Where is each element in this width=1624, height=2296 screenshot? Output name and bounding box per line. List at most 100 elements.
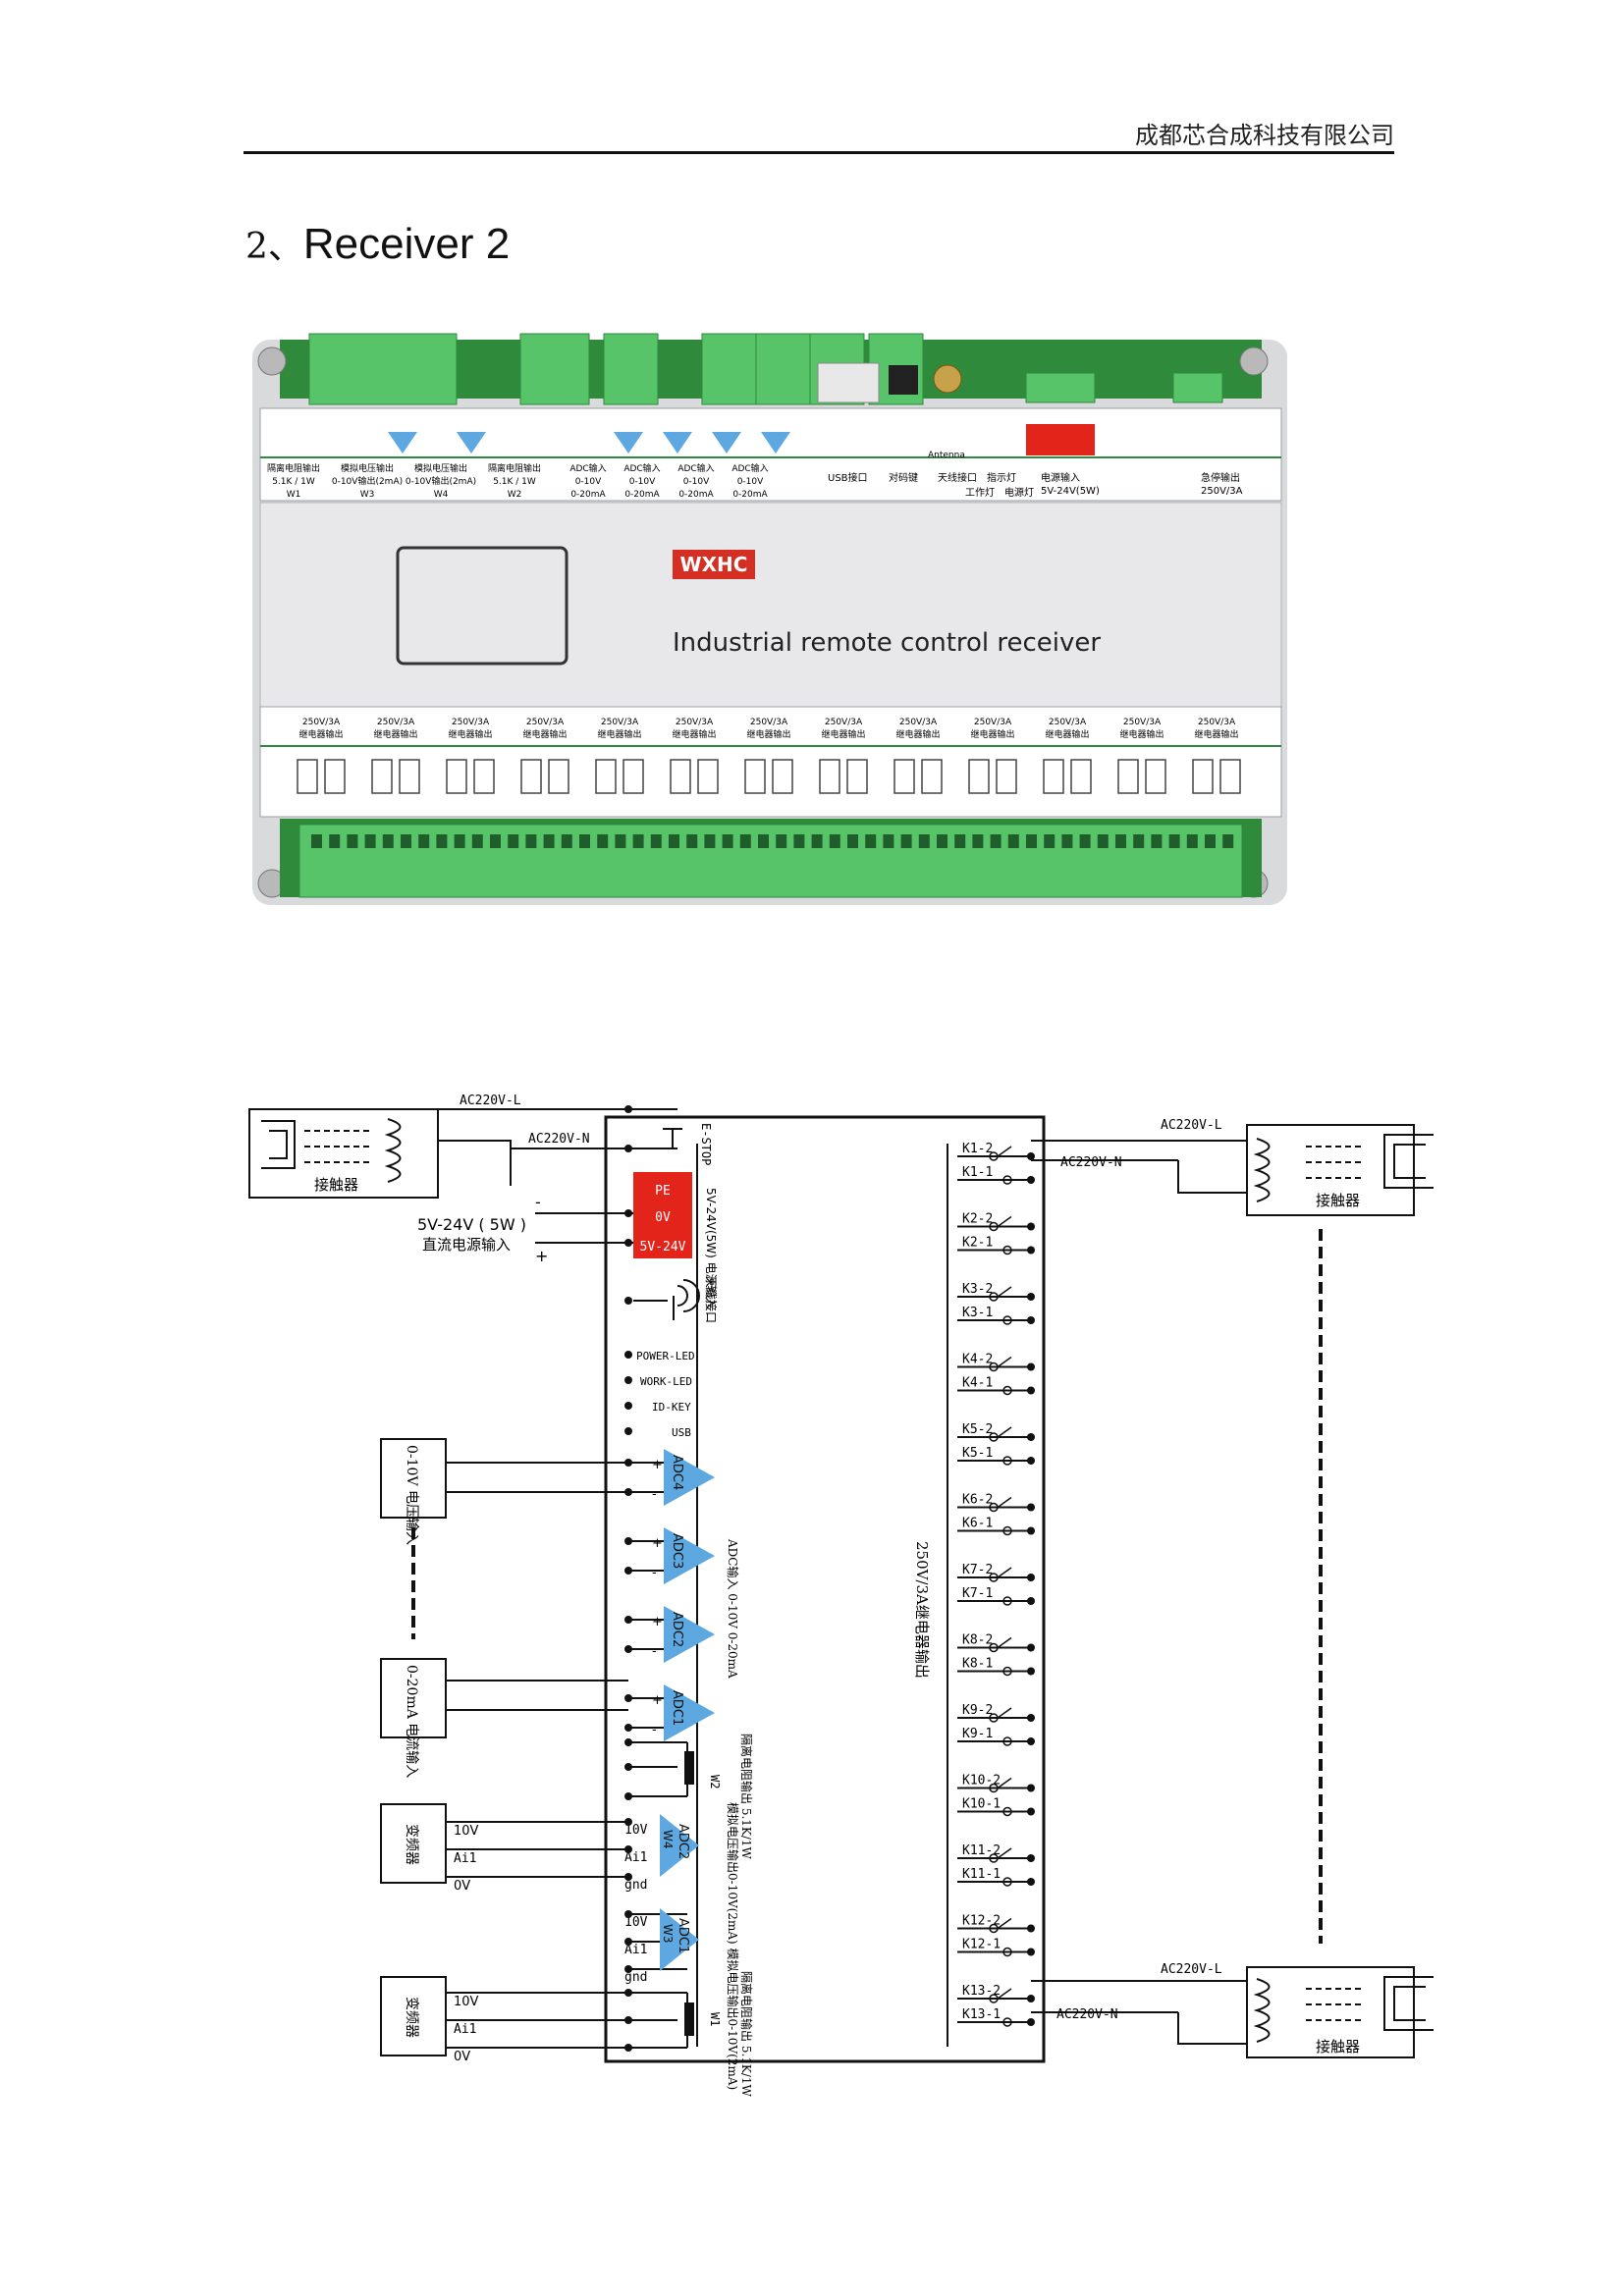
power-minus: - [535,1193,541,1211]
photo-terminal-screw [347,834,358,848]
relay-switch-contact [1002,1666,1012,1677]
photo-top-label-text: 0-10V输出(2mA) [406,475,476,487]
adc-minus: - [652,1566,657,1580]
photo-idkey-label: 对码键 [889,471,918,484]
photo-relay-symbol [1117,759,1139,794]
photo-terminal-screw [739,834,751,848]
relay-pin-dot [1027,1152,1035,1160]
contactor-right-bottom [1031,1966,1434,2058]
relay-label-b: K6-1 [962,1517,993,1531]
relay-pin-dot [1027,1386,1035,1395]
photo-estop-spec-label: 250V/3A [1201,486,1243,497]
photo-estop-label: 急停输出 [1201,471,1240,484]
relay-pin-dot [1027,1667,1035,1676]
photo-relay-label-top: 250V/3A [825,718,863,727]
photo-top-label-text: 0-20mA [570,490,606,500]
adc-label: ADC4 [670,1455,684,1490]
photo-terminal-screw [1097,834,1109,848]
dac-ai1-1: Ai1 [624,1850,647,1865]
power-led-label: POWER-LED [636,1350,695,1362]
relay-side-label: 250V/3A继电器输出 [913,1541,931,1679]
photo-screw-hole [1239,347,1269,376]
estop-label: E-STOP [699,1123,713,1165]
photo-relay-label-bottom: 继电器输出 [1194,728,1238,740]
current-input-label: 0-20mA 电流输入 [404,1665,419,1778]
relay-label-a: K1-2 [962,1142,993,1156]
w1-resistor-body [684,2002,694,2036]
work-led-label: WORK-LED [640,1375,692,1388]
contactor-right-bottom-label: 接触器 [1316,2038,1360,2056]
photo-relay-label-bottom: 继电器输出 [895,728,940,740]
usb-label: USB [672,1426,691,1439]
photo-relay-label-bottom: 继电器输出 [1045,728,1089,740]
relay-label-a: K8-2 [962,1633,993,1648]
photo-relay-symbol [520,759,542,794]
relay-pin-dot [1027,1457,1035,1465]
photo-bottom-screws [311,834,1234,848]
photo-terminal-screw [418,834,430,848]
photo-terminal-screw [632,834,644,848]
relay-label-b: K12-1 [962,1938,1001,1952]
photo-relay-symbol [623,759,644,794]
relay-label-a: K7-2 [962,1563,993,1577]
photo-relay-symbol [297,759,318,794]
relay-pin-dot [1027,1526,1035,1535]
relay-pin-dot [1027,1503,1035,1512]
photo-terminal-screw [401,834,411,848]
vfd-label-2: 变频器 [404,1997,419,2038]
photo-terminal-screw [508,834,519,848]
w2-resistor [628,1741,688,1797]
photo-terminal-screw [829,834,840,848]
voltage-input-box [380,1438,447,1519]
photo-adc-triangle [614,432,643,454]
relay-switch-contact [1002,1877,1012,1887]
adc-plus: + [652,1458,663,1472]
photo-terminal-screw [1026,834,1037,848]
dac-ch2-sub: W4 [661,1830,675,1849]
relay-switch-contact [1002,1245,1012,1255]
photo-relay-label-panel [259,706,1282,818]
ac-l-top-left: AC220V-L [460,1094,521,1108]
photo-terminal-block-1 [308,333,458,405]
vfd1-10v: 10V [454,1824,479,1839]
photo-top-label-text: ADC输入 [623,462,660,474]
relay-pin-dot [1027,1784,1035,1792]
photo-antenna-label: 天线接口 [938,471,977,484]
adc-plus: + [652,1615,663,1629]
photo-display-window [396,546,568,666]
photo-terminal-block-3 [603,333,659,405]
photo-top-label-text: 隔离电阻输出 [488,462,541,474]
relay-pin-dot [1027,1854,1035,1862]
photo-terminal-screw [329,834,341,848]
adc-minus: - [652,1644,657,1659]
photo-top-label-text: 0-20mA [732,490,768,500]
contactor-right-top [1031,1124,1434,1944]
photo-relay-symbol [921,759,943,794]
dac-ch1-label: ADC1 [676,1918,690,1953]
photo-top-label-text: 0-10V [683,477,710,487]
photo-relay-label-bottom: 继电器输出 [373,728,417,740]
photo-relay-symbol [399,759,420,794]
photo-terminal-screw [758,834,769,848]
photo-relay-symbol [744,759,766,794]
controller-box [604,1115,1046,2063]
photo-terminal-screw [454,834,465,848]
vfd2-10v: 10V [454,1995,479,2009]
relay-label-b: K1-1 [962,1165,993,1180]
relay-pin-dot [1027,1362,1035,1371]
relay-label-b: K13-1 [962,2007,1001,2022]
photo-brand-logo-mark [673,550,755,579]
photo-dac-triangle [457,432,486,454]
photo-id-button [889,365,918,395]
relay-outputs: K1-2K1-1K2-2K2-1K3-2K3-1K4-2K4-1K5-2K5-1… [957,1142,1035,2027]
vfd1-ai1: Ai1 [454,1851,476,1866]
relay-label-a: K11-2 [962,1843,1001,1858]
adc-inputs: +-ADC4+-ADC3+-ADC2+-ADC1 [624,1449,715,1741]
photo-terminal-screw [597,834,609,848]
relay-label-b: K4-1 [962,1376,993,1391]
photo-terminal-screw [972,834,984,848]
photo-indicator-label: 指示灯 [987,471,1016,484]
photo-relay-symbol [473,759,495,794]
